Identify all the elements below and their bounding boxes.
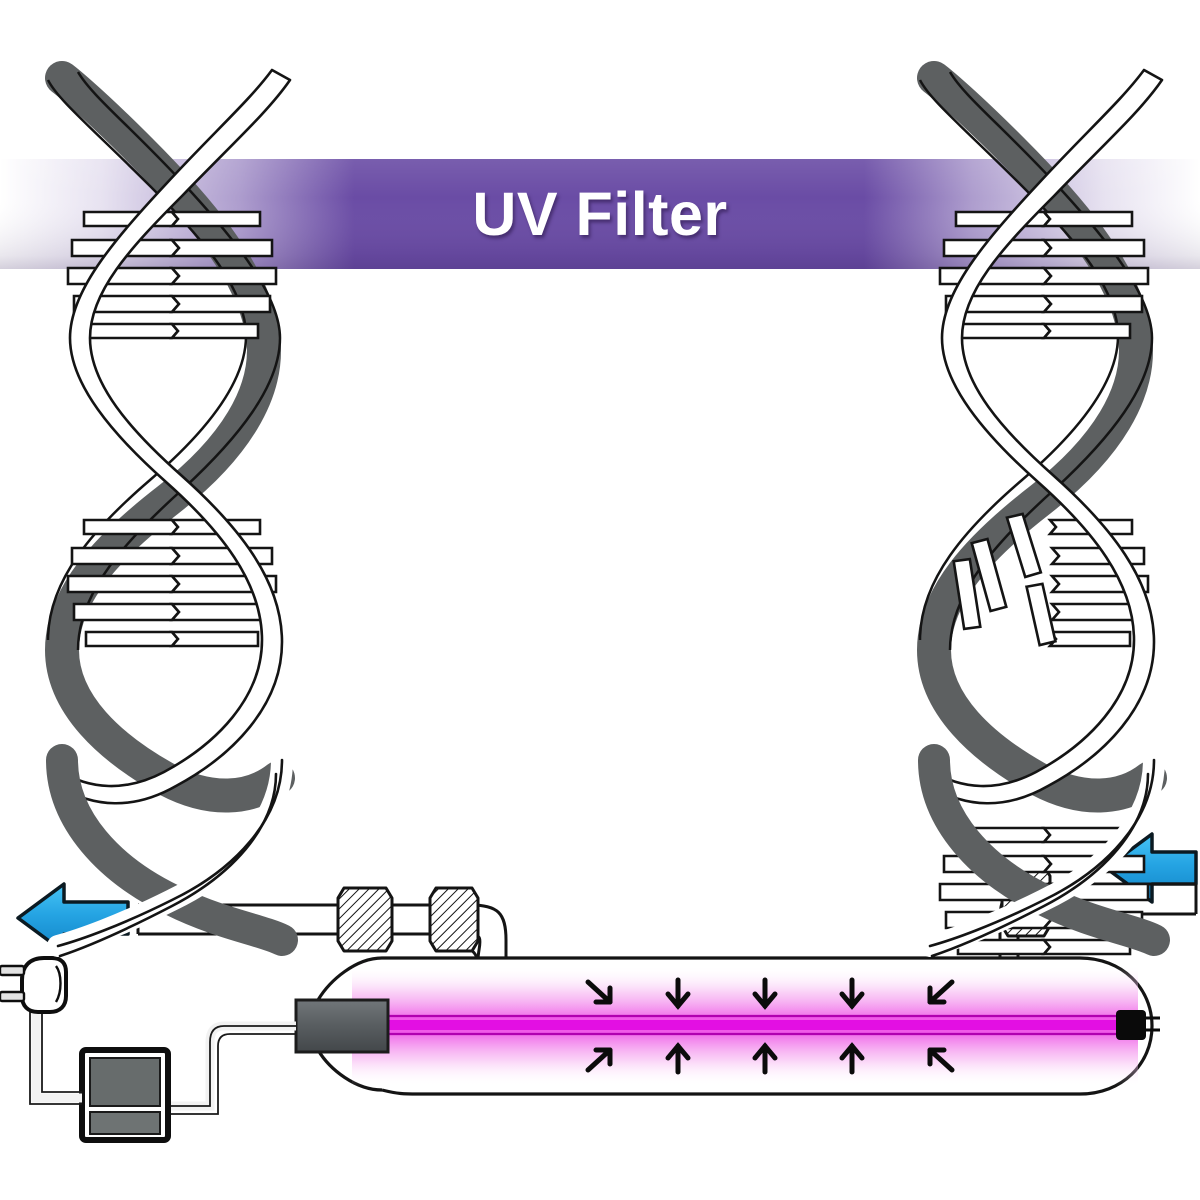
- flow-arrow-top-3: [752, 977, 778, 1010]
- flow-arrow-top-2: [665, 977, 691, 1010]
- water-flow-arrows: [585, 977, 955, 1075]
- flow-arrow-top-1: [585, 979, 613, 1005]
- flow-arrow-bottom-5: [927, 1047, 955, 1073]
- pipe-fitting-c: [1000, 864, 1052, 938]
- water-inlet-arrow: [1104, 832, 1198, 904]
- flow-arrow-bottom-1: [585, 1047, 613, 1073]
- flow-arrow-top-4: [839, 977, 865, 1010]
- plug-prong-bottom: [0, 990, 26, 1003]
- flow-arrow-bottom-4: [839, 1042, 865, 1075]
- ballast-control-box: [79, 1047, 171, 1143]
- pipe-fitting-b: [428, 886, 480, 953]
- plug-prong-top: [0, 964, 26, 977]
- uv-lamp-tube: [330, 966, 1160, 1086]
- power-plug: [0, 956, 68, 1014]
- flow-arrow-top-5: [927, 979, 955, 1005]
- flow-arrow-bottom-2: [665, 1042, 691, 1075]
- ballast-cable: [166, 1021, 296, 1115]
- pipe-fitting-a: [336, 886, 394, 953]
- lamp-electrode-right: [1116, 1010, 1146, 1040]
- flow-arrow-bottom-3: [752, 1042, 778, 1075]
- lamp-connector-housing: [294, 998, 390, 1054]
- plug-cable: [29, 1010, 82, 1105]
- water-outlet-arrow: [16, 882, 130, 954]
- ballast-display-panel: [89, 1057, 161, 1107]
- ballast-indicator-panel: [89, 1111, 161, 1135]
